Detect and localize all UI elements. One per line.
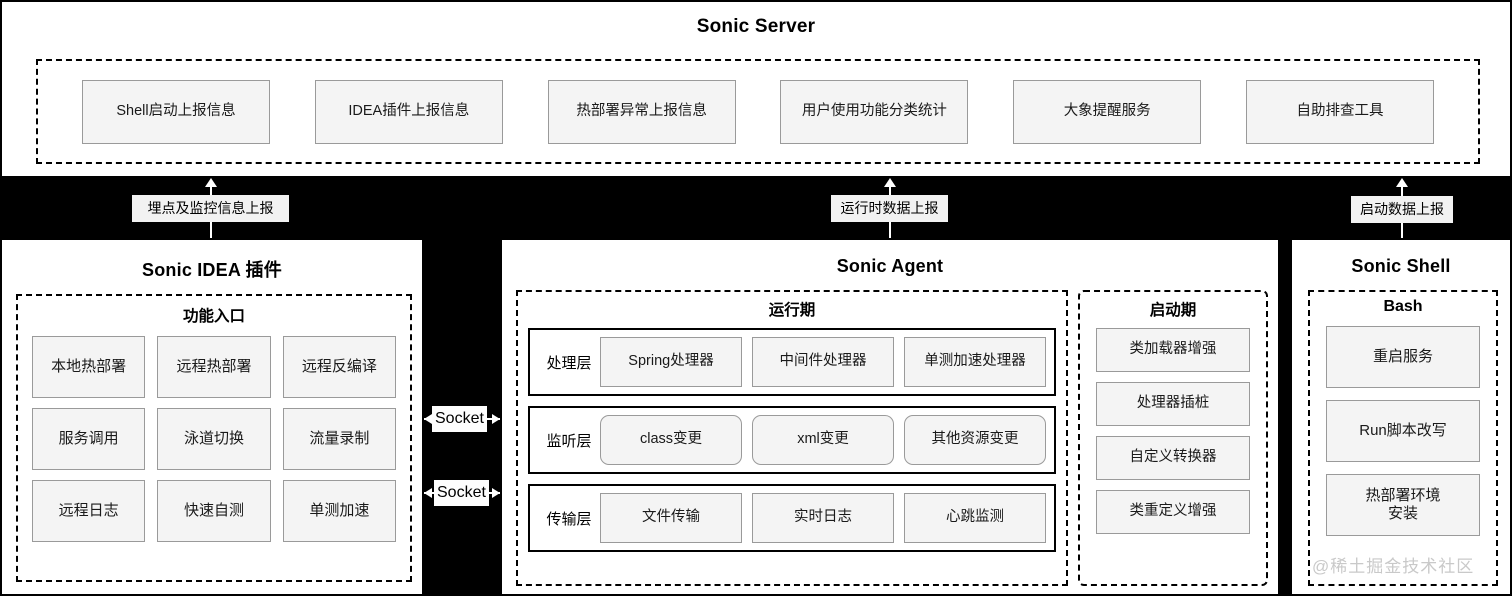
- server-item[interactable]: 自助排查工具: [1245, 79, 1434, 144]
- idea-feature-item[interactable]: 远程日志: [32, 480, 146, 542]
- agent-runtime-title: 运行期: [768, 302, 816, 319]
- agent-layer-row: 传输层 文件传输 实时日志 心跳监测: [528, 484, 1056, 552]
- agent-runtime-group: 运行期 处理层 Spring处理器 中间件处理器 单测加速处理器 监听层 cla…: [516, 290, 1068, 586]
- idea-feature-item[interactable]: 快速自测: [157, 480, 271, 542]
- idea-feature-item[interactable]: 本地热部署: [32, 336, 146, 398]
- sonic-server-panel: Sonic Server Shell启动上报信息 IDEA插件上报信息 热部署异…: [0, 0, 1512, 178]
- idea-feature-entry-title: 功能入口: [182, 308, 245, 325]
- agent-layer-name: 处理层: [546, 354, 592, 372]
- shell-bash-group: Bash 重启服务 Run脚本改写 热部署环境 安装: [1308, 290, 1498, 586]
- sonic-shell-title: Sonic Shell: [1351, 256, 1451, 276]
- agent-layer-item[interactable]: 其他资源变更: [904, 415, 1046, 465]
- agent-layer-item[interactable]: 文件传输: [600, 493, 742, 543]
- server-item[interactable]: 大象提醒服务: [1013, 79, 1202, 144]
- agent-layer-cells: class变更 xml变更 其他资源变更: [600, 415, 1046, 465]
- server-item[interactable]: Shell启动上报信息: [82, 79, 270, 144]
- connector-label-agent-to-server: 运行时数据上报: [831, 195, 948, 222]
- shell-bash-title: Bash: [1383, 298, 1423, 315]
- socket-label-lower: Socket: [434, 480, 489, 506]
- socket-arrow-upper-right: [492, 414, 500, 424]
- sonic-idea-plugin-panel: Sonic IDEA 插件 功能入口 本地热部署 远程热部署 远程反编译 服务调…: [0, 238, 424, 596]
- server-item[interactable]: 用户使用功能分类统计: [780, 79, 969, 144]
- agent-layer-row: 监听层 class变更 xml变更 其他资源变更: [528, 406, 1056, 474]
- agent-layer-item[interactable]: 单测加速处理器: [904, 337, 1046, 387]
- agent-layer-cells: 文件传输 实时日志 心跳监测: [600, 493, 1046, 543]
- agent-layer-name: 监听层: [546, 432, 592, 450]
- shell-item[interactable]: 热部署环境 安装: [1326, 474, 1480, 536]
- agent-startup-item[interactable]: 处理器插桩: [1096, 382, 1250, 426]
- server-item[interactable]: IDEA插件上报信息: [314, 79, 503, 144]
- server-item[interactable]: 热部署异常上报信息: [547, 79, 736, 144]
- sonic-shell-panel: Sonic Shell Bash 重启服务 Run脚本改写 热部署环境 安装: [1290, 238, 1512, 596]
- socket-arrow-upper-left: [424, 414, 432, 424]
- connector-label-shell-to-server: 启动数据上报: [1351, 196, 1453, 223]
- agent-startup-item[interactable]: 类重定义增强: [1096, 490, 1250, 534]
- idea-feature-item[interactable]: 远程热部署: [157, 336, 271, 398]
- agent-layer-item[interactable]: class变更: [600, 415, 742, 465]
- agent-startup-title: 启动期: [1149, 302, 1197, 319]
- sonic-agent-title: Sonic Agent: [836, 256, 944, 276]
- connector-arrow-idea: [205, 178, 217, 187]
- agent-layer-name: 传输层: [546, 510, 592, 528]
- agent-layer-item[interactable]: Spring处理器: [600, 337, 742, 387]
- agent-layer-item[interactable]: 心跳监测: [904, 493, 1046, 543]
- sonic-server-title: Sonic Server: [696, 16, 816, 37]
- idea-feature-item[interactable]: 远程反编译: [282, 336, 396, 398]
- sonic-agent-panel: Sonic Agent 运行期 处理层 Spring处理器 中间件处理器 单测加…: [500, 238, 1280, 596]
- idea-feature-item[interactable]: 单测加速: [282, 480, 396, 542]
- idea-feature-grid: 本地热部署 远程热部署 远程反编译 服务调用 泳道切换 流量录制 远程日志 快速…: [18, 336, 410, 542]
- connector-arrow-shell: [1396, 178, 1408, 187]
- idea-feature-item[interactable]: 泳道切换: [157, 408, 271, 470]
- agent-layer-cells: Spring处理器 中间件处理器 单测加速处理器: [600, 337, 1046, 387]
- socket-label-upper: Socket: [432, 406, 487, 432]
- connector-arrow-agent: [884, 178, 896, 187]
- socket-arrow-lower-right: [492, 488, 500, 498]
- shell-item[interactable]: Run脚本改写: [1326, 400, 1480, 462]
- sonic-server-group: Shell启动上报信息 IDEA插件上报信息 热部署异常上报信息 用户使用功能分…: [36, 59, 1480, 164]
- idea-feature-entry-group: 功能入口 本地热部署 远程热部署 远程反编译 服务调用 泳道切换 流量录制 远程…: [16, 294, 412, 582]
- agent-startup-item[interactable]: 类加载器增强: [1096, 328, 1250, 372]
- idea-feature-item[interactable]: 流量录制: [282, 408, 396, 470]
- sonic-idea-plugin-title: Sonic IDEA 插件: [142, 260, 282, 280]
- connector-label-idea-to-server: 埋点及监控信息上报: [132, 195, 289, 222]
- agent-startup-item[interactable]: 自定义转换器: [1096, 436, 1250, 480]
- agent-layer-item[interactable]: xml变更: [752, 415, 894, 465]
- socket-arrow-lower-left: [424, 488, 432, 498]
- idea-feature-item[interactable]: 服务调用: [32, 408, 146, 470]
- agent-layer-row: 处理层 Spring处理器 中间件处理器 单测加速处理器: [528, 328, 1056, 396]
- shell-item[interactable]: 重启服务: [1326, 326, 1480, 388]
- agent-layer-item[interactable]: 中间件处理器: [752, 337, 894, 387]
- agent-startup-group: 启动期 类加载器增强 处理器插桩 自定义转换器 类重定义增强: [1078, 290, 1268, 586]
- agent-layer-item[interactable]: 实时日志: [752, 493, 894, 543]
